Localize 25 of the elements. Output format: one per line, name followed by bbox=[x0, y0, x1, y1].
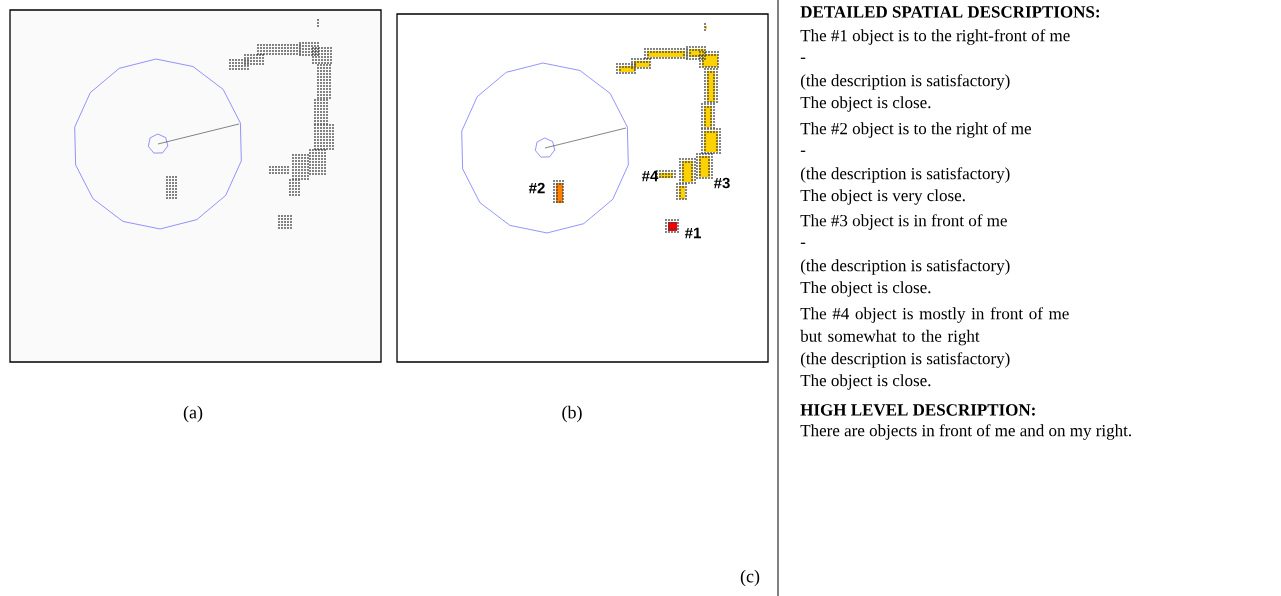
description-text: The #1 object is to the right-front of me bbox=[800, 29, 1070, 45]
panel-caption: (a) bbox=[183, 405, 203, 423]
description-text: - bbox=[800, 242, 806, 244]
description-text: The object is close. bbox=[800, 96, 931, 112]
description-text: (the description is satisfactory) bbox=[800, 259, 1010, 275]
section-heading: HIGH LEVEL DESCRIPTION: bbox=[800, 404, 1035, 416]
panel-caption: (c) bbox=[740, 569, 760, 587]
description-text: - bbox=[800, 150, 806, 152]
object-number: #3 bbox=[713, 177, 730, 189]
description-text: The object is close. bbox=[800, 281, 931, 297]
object-number: #4 bbox=[641, 170, 659, 182]
panel-caption: (b) bbox=[562, 405, 582, 423]
object-number: #2 bbox=[528, 182, 545, 194]
object-number: #1 bbox=[684, 227, 701, 239]
description-text: (the description is satisfactory) bbox=[800, 352, 1010, 368]
section-heading: DETAILED SPATIAL DESCRIPTIONS: bbox=[800, 6, 1100, 18]
description-text: There are objects in front of me and on my right. bbox=[800, 424, 1131, 440]
description-text: The object is close. bbox=[800, 374, 931, 390]
description-text: The #4 object is mostly in front of me but somewhat to the right bbox=[800, 307, 1069, 346]
description-text: (the description is satisfactory) bbox=[800, 167, 1010, 183]
description-text: The #2 object is to the right of me bbox=[800, 122, 1031, 138]
description-text: The object is very close. bbox=[800, 189, 965, 205]
description-text: The #3 object is in front of me bbox=[800, 214, 1007, 230]
description-text: - bbox=[800, 57, 806, 59]
description-text: (the description is satisfactory) bbox=[800, 74, 1010, 90]
